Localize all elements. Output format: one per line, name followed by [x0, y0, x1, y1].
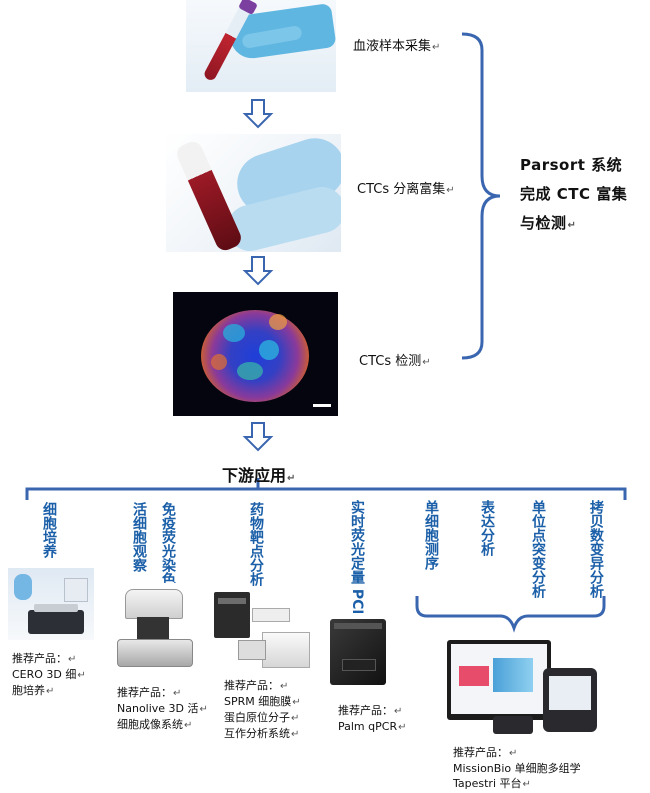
sequencing-bracket — [415, 596, 606, 633]
right-brace — [461, 32, 501, 360]
step-ctc-enrichment: CTCs 分离富集↵ — [357, 182, 455, 197]
app-cell-culture: 细胞培养 — [41, 502, 57, 558]
app-qpcr: 实时荧光定量 PCR — [349, 500, 365, 621]
cero-3d-photo — [8, 568, 94, 640]
ctc-fluorescence-photo — [173, 292, 338, 416]
missionbio-tapestri-photo — [445, 636, 600, 738]
ctc-enrichment-photo — [166, 134, 341, 252]
down-arrow-2 — [242, 256, 274, 286]
nanolive-photo — [107, 583, 201, 679]
step-ctc-detection: CTCs 检测↵ — [359, 354, 431, 369]
downstream-bracket — [25, 487, 627, 500]
parsort-summary: Parsort 系统 完成 CTC 富集 与检测↵ — [520, 156, 628, 232]
downstream-title: 下游应用↵ — [222, 466, 296, 485]
palm-qpcr-photo — [328, 613, 388, 691]
product-caption-sprm: 推荐产品：↵ SPRM 细胞膜↵ 蛋白原位分子↵ 互作分析系统↵ — [224, 679, 301, 740]
app-snv: 单位点突变分析 — [530, 500, 546, 598]
product-caption-missionbio: 推荐产品：↵ MissionBio 单细胞多组学 Tapestri 平台↵ — [453, 746, 581, 790]
sprm-photo — [212, 590, 312, 672]
app-cnv: 拷贝数变异分析 — [588, 500, 604, 598]
product-caption-palm-qpcr: 推荐产品：↵ Palm qPCR↵ — [338, 704, 407, 733]
down-arrow-3 — [242, 422, 274, 452]
app-live-cell: 活细胞观察 — [131, 502, 147, 572]
blood-sample-photo — [186, 0, 336, 92]
app-drug-target: 药物靶点分析 — [248, 502, 264, 586]
app-single-cell-seq: 单细胞测序 — [423, 500, 439, 570]
down-arrow-1 — [242, 99, 274, 129]
app-expression: 表达分析 — [479, 500, 495, 556]
product-caption-nanolive: 推荐产品：↵ Nanolive 3D 活↵ 细胞成像系统↵ — [117, 686, 208, 731]
product-caption-cero: 推荐产品：↵ CERO 3D 细↵ 胞培养↵ — [12, 652, 86, 697]
app-immunofluorescence: 免疫荧光染色 — [160, 502, 176, 586]
step-blood-sample: 血液样本采集↵ — [353, 39, 441, 54]
